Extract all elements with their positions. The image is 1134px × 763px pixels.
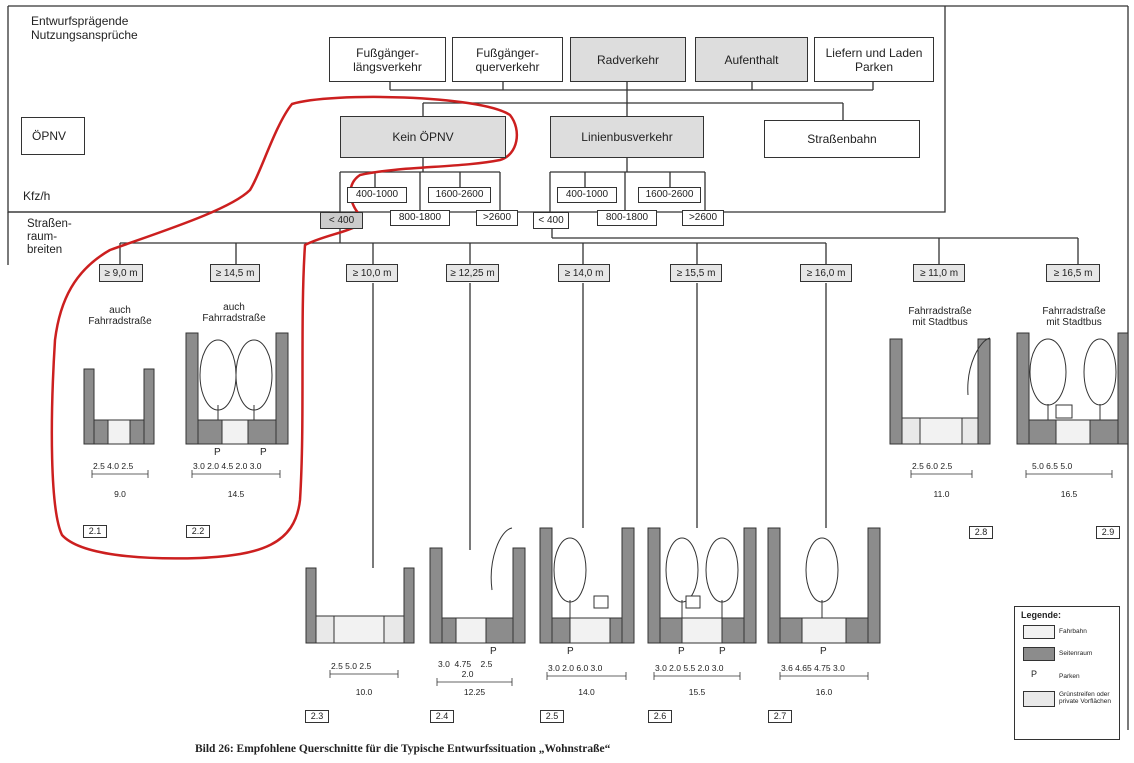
width-2-3: ≥ 10,0 m (346, 264, 398, 282)
note-2-1: auch Fahrradstraße (88, 305, 152, 327)
legend-item-parken: Parken (1059, 673, 1080, 680)
legend-swatch-gruenstreifen (1023, 691, 1055, 707)
dim-total-2-6: 15.5 (688, 687, 706, 697)
legend-swatch-seitenraum (1023, 647, 1055, 661)
width-2-6: ≥ 15,5 m (670, 264, 722, 282)
width-2-2: ≥ 14,5 m (210, 264, 260, 282)
box-linienbus: Linienbusverkehr (550, 116, 704, 158)
nutzung-label: Entwurfsprägende Nutzungsansprüche (31, 14, 138, 42)
note-2-8: Fahrradstraße mit Stadtbus (908, 306, 972, 328)
kfz-left-800-1800: 800-1800 (390, 210, 450, 226)
parking-mark: P (214, 447, 221, 458)
box-kein-oepnv: Kein ÖPNV (340, 116, 506, 158)
note-2-9: Fahrradstraße mit Stadtbus (1042, 306, 1106, 328)
dim-parts-2-9: 5.0 6.5 5.0 (1032, 461, 1073, 471)
kfz-right-gt2600: >2600 (682, 210, 724, 226)
dim-parts-2-1: 2.5 4.0 2.5 (93, 461, 134, 471)
kfz-label: Kfz/h (23, 189, 51, 203)
width-2-9: ≥ 16,5 m (1046, 264, 1100, 282)
code-2-4: 2.4 (430, 710, 454, 723)
kfz-left-lt400: < 400 (320, 212, 363, 229)
code-2-9: 2.9 (1096, 526, 1120, 539)
parking-mark: P (260, 447, 267, 458)
dimension-lines (91, 470, 1113, 686)
header-frame (7, 5, 1128, 213)
note-2-2: auch Fahrradstraße (202, 302, 266, 324)
dim-total-2-4: 12.25 (463, 687, 486, 697)
legend-parken-mark: P (1031, 669, 1038, 679)
kfz-left-1600-2600: 1600-2600 (428, 187, 491, 203)
dim-parts-2-5: 3.0 2.0 6.0 3.0 (548, 663, 603, 673)
dim-parts-2-2: 3.0 2.0 4.5 2.0 3.0 (193, 461, 262, 471)
box-strassenbahn: Straßenbahn (764, 120, 920, 158)
code-2-7: 2.7 (768, 710, 792, 723)
box-radverkehr: Radverkehr (570, 37, 686, 82)
cross-sections (83, 332, 1129, 644)
figure-caption: Bild 26: Empfohlene Querschnitte für die… (195, 743, 611, 755)
code-2-3: 2.3 (305, 710, 329, 723)
width-2-4: ≥ 12,25 m (446, 264, 499, 282)
oepnv-label: ÖPNV (21, 117, 85, 155)
dim-total-2-1: 9.0 (114, 489, 126, 499)
box-liefern-parken: Liefern und Laden Parken (814, 37, 934, 82)
parking-mark: P (678, 646, 685, 657)
code-2-5: 2.5 (540, 710, 564, 723)
parking-mark: P (490, 646, 497, 657)
parking-mark: P (719, 646, 726, 657)
highlight-outline (50, 95, 519, 560)
width-2-8: ≥ 11,0 m (913, 264, 965, 282)
dim-total-2-8: 11.0 (933, 489, 950, 499)
box-aufenthalt: Aufenthalt (695, 37, 808, 82)
breiten-label: Straßen- raum- breiten (27, 218, 72, 256)
dim-parts-2-3: 2.5 5.0 2.5 (331, 661, 372, 671)
legend-item-seitenraum: Seitenraum (1059, 650, 1093, 657)
dim-parts-2-7: 3.6 4.65 4.75 3.0 (781, 663, 845, 673)
kfz-right-400-1000: 400-1000 (557, 187, 617, 203)
dim-total-2-3: 10.0 (355, 687, 373, 697)
legend-item-gruenstreifen: Grünstreifen oder private Vorflächen (1059, 691, 1112, 705)
dim-total-2-7: 16.0 (815, 687, 833, 697)
dim-total-2-5: 14.0 (578, 687, 595, 697)
width-2-5: ≥ 14,0 m (558, 264, 610, 282)
legend-title: Legende: (1021, 610, 1062, 620)
parking-mark: P (567, 646, 574, 657)
legend-item-fahrbahn: Fahrbahn (1059, 628, 1087, 635)
kfz-right-800-1800: 800-1800 (597, 210, 657, 226)
kfz-left-gt2600: >2600 (476, 210, 518, 226)
legend: Legende: Fahrbahn Seitenraum P Parken Gr… (1014, 606, 1120, 740)
kfz-right-1600-2600: 1600-2600 (638, 187, 701, 203)
code-2-8: 2.8 (969, 526, 993, 539)
code-2-6: 2.6 (648, 710, 672, 723)
dim-parts-2-8: 2.5 6.0 2.5 (912, 461, 953, 471)
code-2-2: 2.2 (186, 525, 210, 538)
dim-total-2-2: 14.5 (227, 489, 245, 499)
width-2-1: ≥ 9,0 m (99, 264, 143, 282)
code-2-1: 2.1 (83, 525, 107, 538)
box-fussgaenger-laengs: Fußgänger- längsverkehr (329, 37, 446, 82)
box-fussgaenger-quer: Fußgänger- querverkehr (452, 37, 563, 82)
kfz-right-lt400: < 400 (533, 212, 569, 229)
dim-total-2-9: 16.5 (1060, 489, 1078, 499)
width-2-7: ≥ 16,0 m (800, 264, 852, 282)
kfz-left-400-1000: 400-1000 (347, 187, 407, 203)
dim-parts-2-6: 3.0 2.0 5.5 2.0 3.0 (655, 663, 724, 673)
dim-parts-2-4: 3.0 4.75 2.5 2.0 (438, 659, 493, 679)
legend-swatch-fahrbahn (1023, 625, 1055, 639)
parking-mark: P (820, 646, 827, 657)
